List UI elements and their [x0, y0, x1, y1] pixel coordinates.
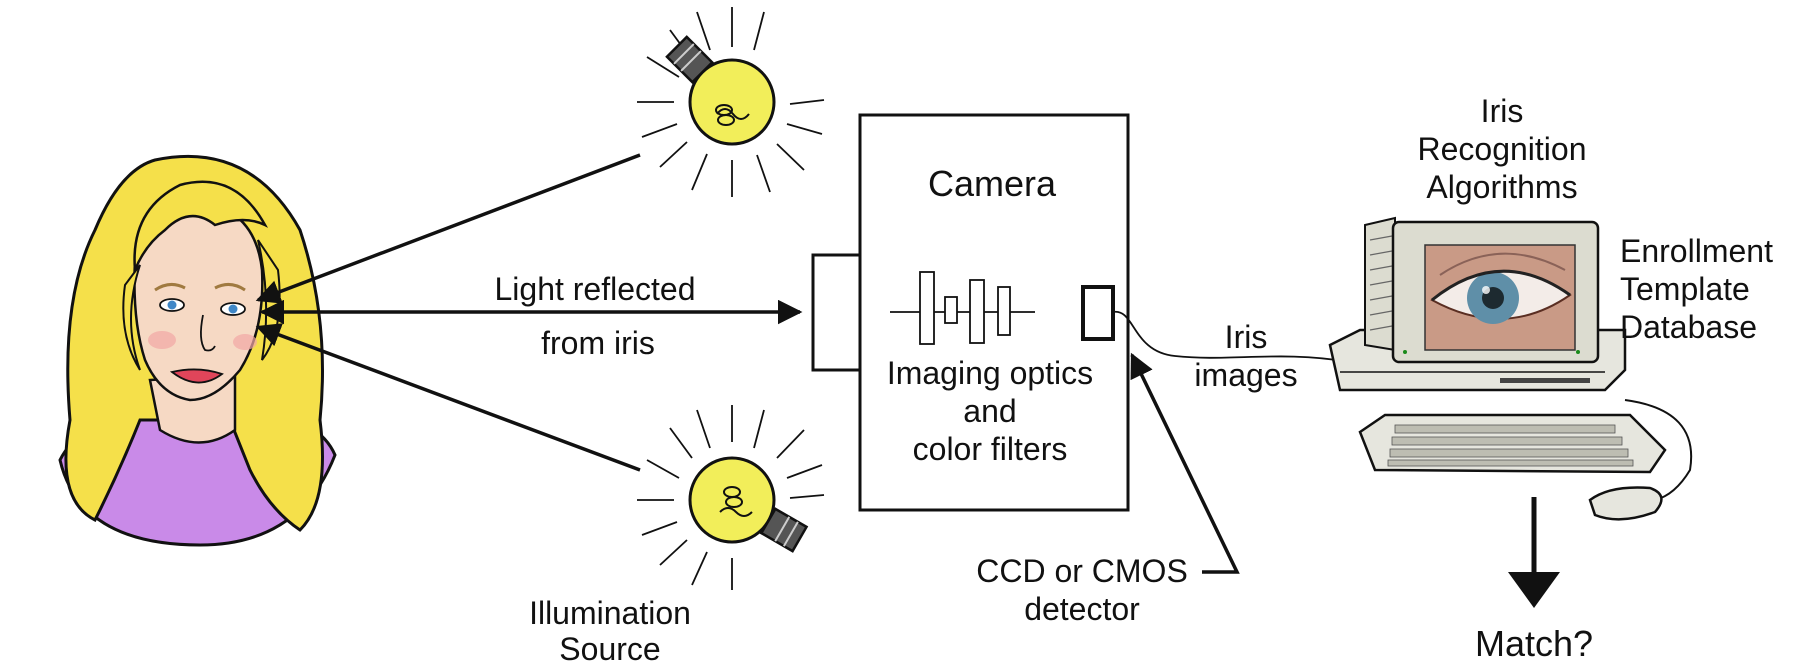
algorithms-label-2: Recognition	[1418, 131, 1587, 167]
algorithms-label-1: Iris	[1481, 93, 1524, 129]
bulb-base	[759, 507, 809, 553]
light-reflected-label-2: from iris	[541, 325, 655, 361]
database-label-2: Template	[1620, 271, 1750, 307]
light-rays	[637, 405, 825, 590]
computer-illustration	[1328, 216, 1693, 521]
detector-icon	[1081, 285, 1115, 341]
light-bulb-bottom	[637, 405, 825, 590]
eye-image	[1424, 244, 1576, 351]
iris-images-label-2: images	[1194, 357, 1297, 393]
bulb-glass	[688, 58, 776, 146]
mouse	[1588, 486, 1663, 521]
mouth	[169, 368, 224, 384]
bulb-glass	[688, 456, 776, 544]
imaging-optics-icon	[890, 271, 1035, 345]
database-label-1: Enrollment	[1620, 233, 1773, 269]
camera-label: Camera	[928, 163, 1057, 204]
imaging-optics-label-3: color filters	[913, 431, 1068, 467]
light-rays	[637, 7, 825, 197]
detector-label-2: detector	[1024, 591, 1140, 627]
iris-images-label-1: Iris	[1225, 319, 1268, 355]
detector-label-1: CCD or CMOS	[976, 553, 1188, 589]
database-label-3: Database	[1620, 309, 1757, 345]
camera	[811, 113, 1130, 512]
illumination-source-label-1: Illumination	[529, 595, 691, 631]
match-label: Match?	[1475, 623, 1593, 664]
camera-cable	[1112, 311, 1351, 363]
illumination-arrow-top	[255, 153, 641, 304]
algorithms-label-3: Algorithms	[1426, 169, 1577, 205]
match-arrowhead	[1508, 572, 1560, 608]
woman-illustration	[58, 154, 337, 547]
bulb-base	[665, 35, 714, 84]
detector-pointer-arrow	[1130, 352, 1240, 574]
light-reflected-label-1: Light reflected	[494, 271, 695, 307]
illumination-arrow-bottom	[255, 323, 641, 472]
imaging-optics-label-1: Imaging optics	[887, 355, 1093, 391]
camera-lens-port	[811, 253, 862, 372]
imaging-optics-label-2: and	[963, 393, 1016, 429]
illumination-source-label-2: Source	[559, 631, 660, 666]
light-bulb-top	[637, 7, 825, 197]
